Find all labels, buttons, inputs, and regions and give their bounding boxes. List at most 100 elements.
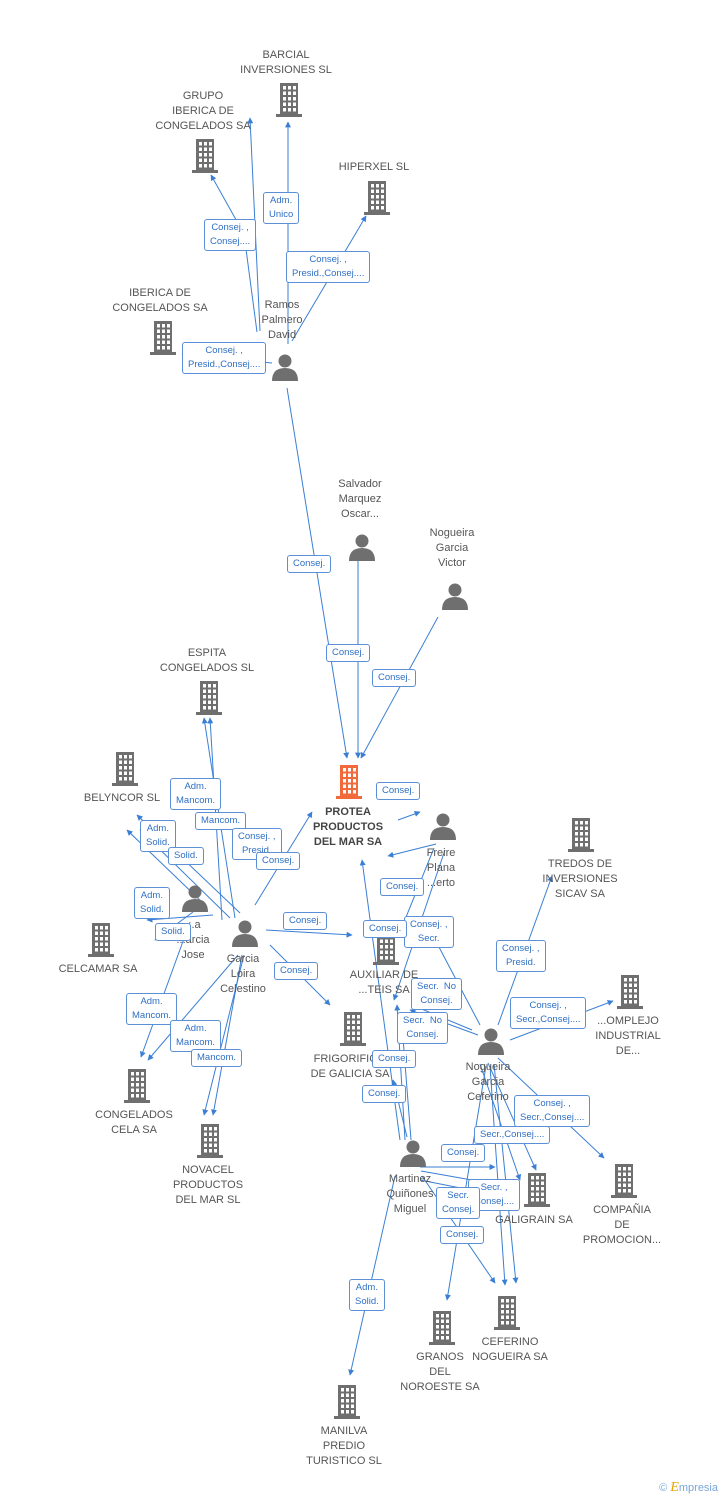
relation-label[interactable]: Consej. , Secr. <box>404 916 454 948</box>
relation-label[interactable]: Consej. <box>376 782 421 800</box>
node-label-grupo-iberica[interactable]: GRUPO IBERICA DE CONGELADOS SA <box>155 90 251 132</box>
node-label-ceferino-nogueira[interactable]: CEFERINO NOGUEIRA SA <box>472 1336 548 1363</box>
building-icon[interactable] <box>373 931 399 965</box>
relation-label[interactable]: Adm. Unico <box>263 192 300 224</box>
node-label-complejo[interactable]: ...OMPLEJO INDUSTRIAL DE... <box>595 1015 661 1057</box>
node-label-frigorificos[interactable]: FRIGORIFIC... DE GALICIA SA <box>310 1053 390 1080</box>
person-icon[interactable] <box>182 885 208 913</box>
node-label-tredos[interactable]: TREDOS DE INVERSIONES SICAV SA <box>542 858 618 900</box>
relation-label[interactable]: Consej. <box>274 962 319 980</box>
person-icon[interactable] <box>430 813 456 841</box>
node-label-celcamar[interactable]: CELCAMAR SA <box>58 963 138 975</box>
relation-label[interactable]: Consej. <box>283 912 328 930</box>
relation-label[interactable]: Consej. <box>363 920 408 938</box>
relation-label[interactable]: Consej. <box>256 852 301 870</box>
relation-edge <box>202 954 245 1116</box>
relation-label[interactable]: Adm. Solid. <box>349 1279 385 1311</box>
relation-label[interactable]: Adm. Solid. <box>140 820 176 852</box>
relation-edge <box>348 1175 396 1376</box>
relation-label[interactable]: Secr. No Consej. <box>397 1012 449 1044</box>
building-icon[interactable] <box>196 681 222 715</box>
relation-edge <box>210 174 258 333</box>
node-label-nogueira-ceferino[interactable]: Nogueira Garcia Ceferino <box>465 1061 511 1103</box>
building-icon[interactable] <box>124 1069 150 1103</box>
relation-label[interactable]: Adm. Mancom. <box>170 778 222 810</box>
node-label-novacel[interactable]: NOVACEL PRODUCTOS DEL MAR SL <box>172 1164 244 1206</box>
relation-edge <box>444 1065 487 1301</box>
node-label-galigrain[interactable]: GALIGRAIN SA <box>495 1214 573 1226</box>
relation-label[interactable]: Consej. <box>440 1226 485 1244</box>
building-icon[interactable] <box>364 181 390 215</box>
relation-label[interactable]: Solid. <box>168 847 204 865</box>
relation-label[interactable]: Consej. <box>326 644 371 662</box>
empresia-logo-letter: E <box>670 1480 679 1495</box>
relation-label[interactable]: Consej. <box>441 1144 486 1162</box>
relation-label[interactable]: Solid. <box>155 923 191 941</box>
node-label-belyncor[interactable]: BELYNCOR SL <box>83 792 161 804</box>
node-label-ramos[interactable]: Ramos Palmero David <box>261 299 303 341</box>
relation-edge <box>493 1063 519 1284</box>
relation-label[interactable]: Adm. Mancom. <box>170 1020 222 1052</box>
relation-edge <box>397 811 421 821</box>
relation-label[interactable]: Consej. , Presid.,Consej.... <box>286 251 371 283</box>
relation-label[interactable]: Consej. , Secr.,Consej.... <box>510 997 587 1029</box>
building-icon[interactable] <box>276 83 302 117</box>
relation-label[interactable]: Mancom. <box>191 1049 243 1067</box>
building-icon[interactable] <box>568 818 594 852</box>
building-icon[interactable] <box>192 139 218 173</box>
node-label-granos[interactable]: GRANOS DEL NOROESTE SA <box>400 1351 480 1393</box>
node-label-iberica[interactable]: IBERICA DE CONGELADOS SA <box>112 287 208 314</box>
building-icon[interactable] <box>88 923 114 957</box>
building-icon[interactable] <box>617 975 643 1009</box>
node-label-espita[interactable]: ESPITA CONGELADOS SL <box>159 647 255 674</box>
relation-label[interactable]: Secr.,Consej.... <box>474 1126 551 1144</box>
building-icon[interactable] <box>112 752 138 786</box>
node-label-compania[interactable]: COMPAÑIA DE PROMOCION... <box>582 1204 662 1246</box>
person-icon[interactable] <box>400 1140 426 1168</box>
relation-label[interactable]: Consej. , Presid. <box>232 828 282 860</box>
person-icon[interactable] <box>272 354 298 382</box>
building-icon[interactable] <box>524 1173 550 1207</box>
relation-label[interactable]: Secr. No Consej. <box>411 978 463 1010</box>
building-icon[interactable] <box>340 1012 366 1046</box>
relation-label[interactable]: Consej. <box>372 1050 417 1068</box>
node-label-martinez[interactable]: Martinez Quiñones Miguel <box>386 1173 434 1215</box>
relation-edge <box>146 914 214 923</box>
building-icon[interactable] <box>334 1385 360 1419</box>
node-label-freire[interactable]: Freire Plana ...erto <box>426 847 456 889</box>
node-label-protea[interactable]: PROTEA PRODUCTOS DEL MAR SA <box>312 806 384 848</box>
building-icon[interactable] <box>150 321 176 355</box>
relation-label[interactable]: Consej. , Consej.... <box>204 219 257 251</box>
building-icon[interactable] <box>494 1296 520 1330</box>
relation-label[interactable]: Consej. <box>362 1085 407 1103</box>
relation-label[interactable]: Consej. , Presid. <box>496 940 546 972</box>
node-label-manilva[interactable]: MANILVA PREDIO TURISTICO SL <box>306 1425 382 1467</box>
building-icon[interactable] <box>429 1311 455 1345</box>
person-icon[interactable] <box>349 534 375 562</box>
relation-label[interactable]: Adm. Solid. <box>134 887 170 919</box>
node-label-hiperxel[interactable]: HIPERXEL SL <box>338 161 410 173</box>
relation-label[interactable]: Consej. <box>380 878 425 896</box>
relation-label[interactable]: Consej. , Secr.,Consej.... <box>514 1095 591 1127</box>
person-icon[interactable] <box>232 920 258 948</box>
relation-label[interactable]: Adm. Mancom. <box>126 993 178 1025</box>
node-label-auxiliar[interactable]: AUXILIAR DE ...TEIS SA <box>349 969 419 996</box>
person-icon[interactable] <box>478 1028 504 1056</box>
node-label-barcial[interactable]: BARCIAL INVERSIONES SL <box>240 49 332 76</box>
node-label-garcia-loira[interactable]: Garcia Loira Celestino <box>220 953 266 995</box>
person-icon[interactable] <box>442 583 468 611</box>
node-label-nogueira-victor[interactable]: Nogueira Garcia Victor <box>429 527 475 569</box>
relation-label[interactable]: Consej. , Presid.,Consej.... <box>182 342 267 374</box>
empresia-brand[interactable]: © Empresia <box>659 1480 718 1496</box>
relation-label[interactable]: Consej. <box>287 555 332 573</box>
building-icon[interactable] <box>611 1164 637 1198</box>
node-label-congelados-cela[interactable]: CONGELADOS CELA SA <box>95 1109 173 1136</box>
node-label-salvador[interactable]: Salvador Marquez Oscar... <box>338 478 382 520</box>
building-icon[interactable] <box>197 1124 223 1158</box>
relation-label[interactable]: Consej. <box>372 669 417 687</box>
relation-label[interactable]: Mancom. <box>195 812 247 830</box>
relation-edge <box>147 954 239 1061</box>
building-icon[interactable] <box>336 765 362 799</box>
relation-label[interactable]: Secr. Consej. <box>436 1187 481 1219</box>
